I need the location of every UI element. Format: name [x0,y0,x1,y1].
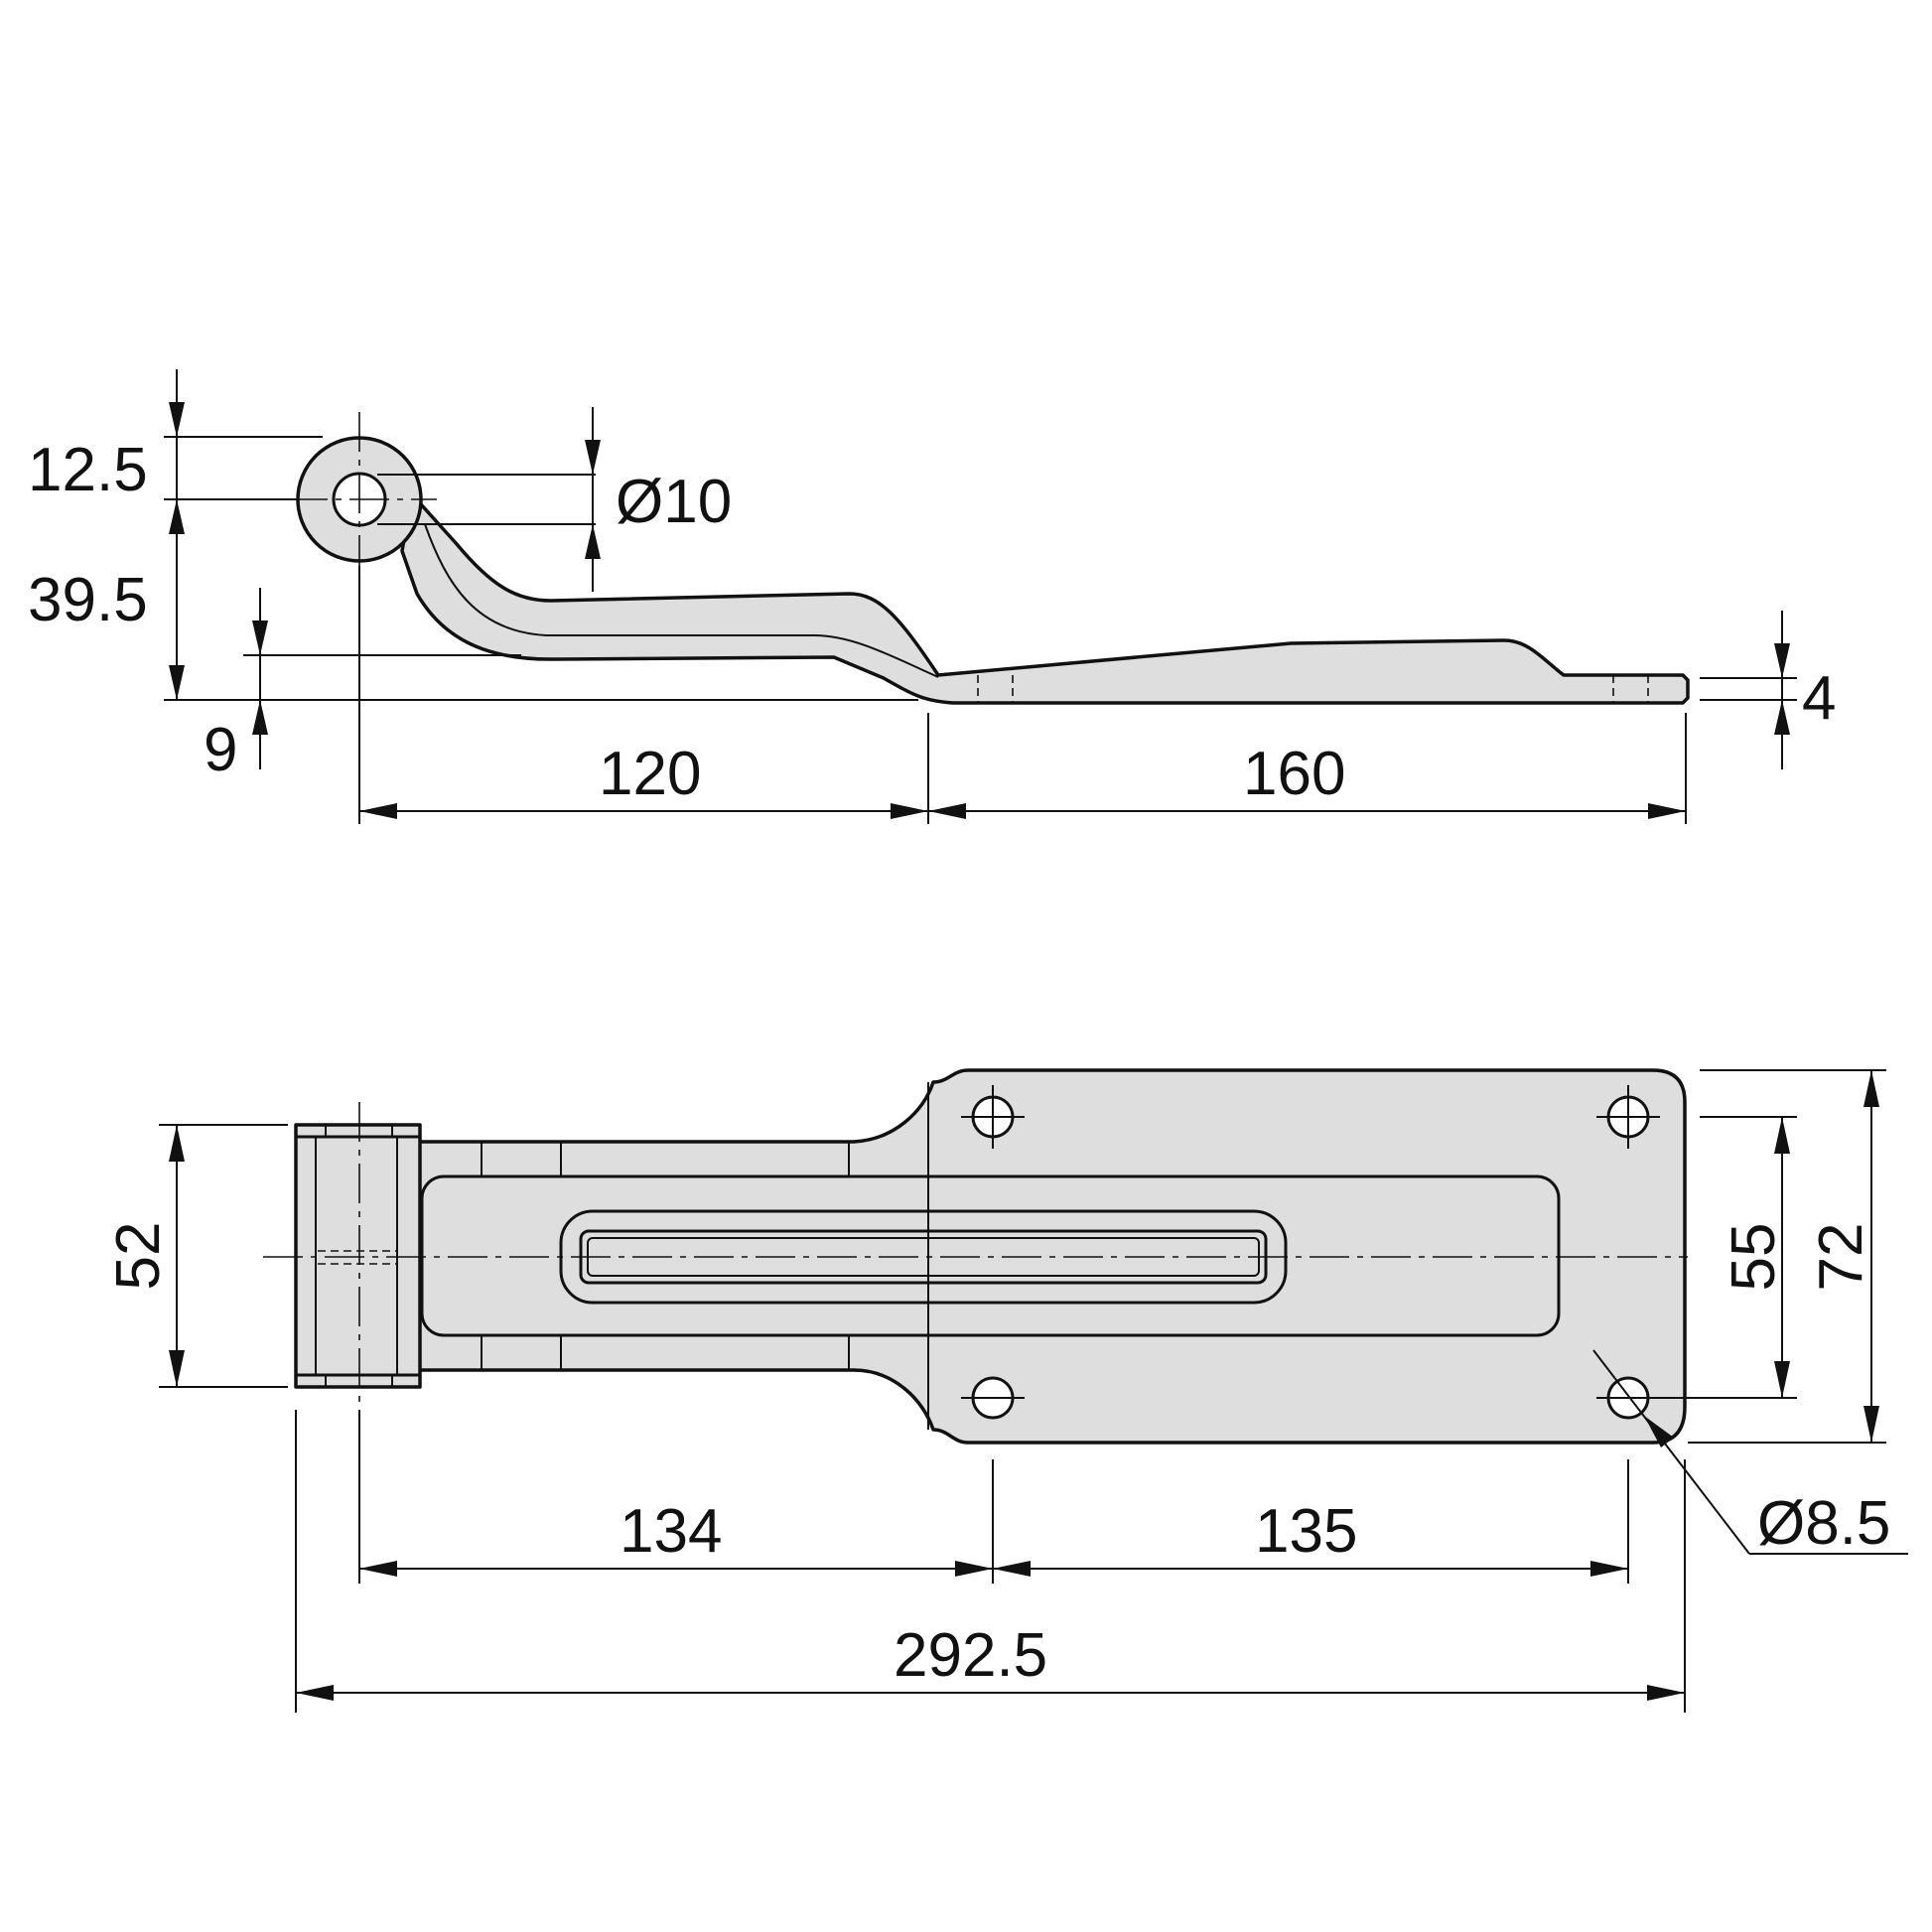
arrowhead [1863,1070,1879,1107]
dim-label-bend-length: 120 [599,740,701,808]
arrowhead [359,1561,397,1577]
dim-label-mount-hole-diameter: Ø8.5 [1757,1489,1890,1558]
arrowhead [359,803,397,819]
arrowhead [1648,803,1686,819]
arrowhead [296,1685,334,1701]
dim-label-offset: 9 [204,716,237,784]
dim-label-plate-width: 72 [1807,1223,1875,1292]
arrowhead [252,621,268,655]
dim-label-hole-diameter: Ø10 [616,468,732,536]
arrowhead [1774,643,1790,678]
dim-label-flat-length: 160 [1243,740,1345,808]
arrowhead [891,803,928,819]
arrowhead [1774,700,1790,735]
arrowhead [169,1125,185,1162]
side-view: 12.5 Ø10 39.5 9 4 120 160 [28,369,1836,824]
bend-inner-line [424,523,939,678]
arrowhead [169,499,185,534]
hinge-knuckle [294,1123,422,1389]
arrowhead [1774,1361,1790,1398]
dim-label-hole-spacing-y: 55 [1720,1223,1788,1292]
dim-label-pin-to-base: 39.5 [28,566,148,634]
arrowhead [169,1350,185,1387]
arrowhead [585,440,601,475]
arrowhead [252,700,268,735]
dim-label-pin-to-hole: 134 [620,1497,722,1566]
dim-label-thickness: 4 [1802,664,1836,733]
dim-label-knuckle-width: 52 [104,1222,173,1291]
dim-label-overall-length: 292.5 [894,1621,1047,1690]
leader-line [1592,1349,1750,1555]
knuckle-segment [294,1373,422,1389]
arrowhead [169,402,185,437]
arrowhead [1774,1117,1790,1154]
arrowhead [585,524,601,559]
knuckle-segment [294,1123,422,1139]
arrowhead [1647,1685,1685,1701]
dim-label-hole-spacing-x: 135 [1255,1497,1357,1566]
arrowhead [1863,1406,1879,1443]
arrowhead [169,665,185,700]
arrowhead [928,803,966,819]
embossed-panel [420,1174,1561,1337]
dim-label-ring-height: 12.5 [28,436,148,504]
arrowhead [1590,1561,1628,1577]
arrowhead [955,1561,993,1577]
arrowhead [993,1561,1031,1577]
hinge-side-profile [400,492,1690,705]
arrowhead [1644,1416,1674,1448]
top-view: 52 55 72 Ø8.5 134 135 292.5 [104,1068,1908,1713]
